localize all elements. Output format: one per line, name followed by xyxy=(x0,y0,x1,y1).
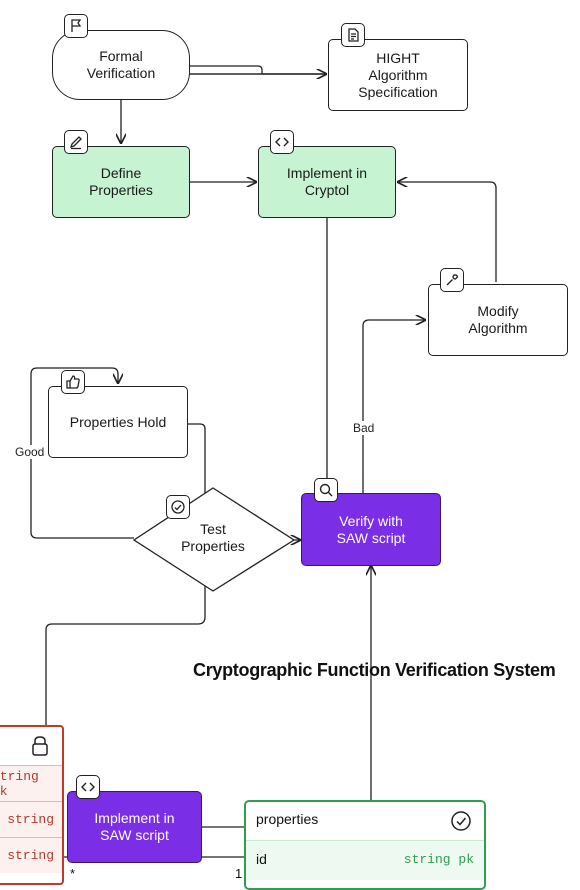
define-properties-node[interactable]: Define Properties xyxy=(52,146,190,218)
test-properties-label[interactable]: Test Properties xyxy=(181,521,245,554)
wrench-icon xyxy=(440,268,464,292)
pencil-icon xyxy=(64,130,88,154)
entity-red-type: string pk xyxy=(0,768,39,799)
cardinality-left: * xyxy=(70,866,76,881)
entity-properties[interactable]: properties id string pk xyxy=(244,800,486,890)
edge-label-bad: Bad xyxy=(352,421,376,435)
entity-properties-name: properties xyxy=(256,811,319,827)
modify-algorithm-node[interactable]: Modify Algorithm xyxy=(428,284,568,356)
check-circle-icon xyxy=(450,810,472,832)
code-icon xyxy=(76,775,100,799)
properties-hold-node[interactable]: Properties Hold xyxy=(48,386,188,458)
entity-properties-field: id xyxy=(256,851,267,867)
entity-properties-type: string pk xyxy=(403,852,474,867)
hight-spec-node[interactable]: HIGHT Algorithm Specification xyxy=(328,39,468,111)
entity-red-row: string xyxy=(0,837,62,873)
implement-saw-node[interactable]: Implement in SAW script xyxy=(67,791,202,863)
lock-icon xyxy=(30,735,50,757)
document-icon xyxy=(341,23,365,47)
verify-saw-node[interactable]: Verify with SAW script xyxy=(301,493,441,566)
implement-cryptol-node[interactable]: Implement in Cryptol xyxy=(258,146,396,218)
code-icon xyxy=(270,130,294,154)
thumbs-up-icon xyxy=(61,370,85,394)
entity-red-row: string xyxy=(0,801,62,837)
search-icon xyxy=(314,478,338,502)
edge-test-to-hold xyxy=(30,367,134,539)
entity-red-row: string pk xyxy=(0,765,62,801)
flag-icon xyxy=(64,14,88,38)
edge-verify-to-modify xyxy=(362,320,425,493)
edge-hold-to-entity xyxy=(45,423,206,725)
edge-modify-to-cryptol xyxy=(398,182,497,282)
cardinality-right: 1 xyxy=(235,866,243,881)
edge-label-good: Good xyxy=(14,445,46,459)
entity-red-type: string xyxy=(7,812,54,827)
formal-verification-node[interactable]: Formal Verification xyxy=(52,30,190,100)
entity-properties-row: id string pk xyxy=(246,840,484,880)
check-circle-icon xyxy=(166,495,190,519)
entity-red[interactable]: string pk string string xyxy=(0,725,64,885)
entity-red-type: string xyxy=(7,848,54,863)
diagram-title: Cryptographic Function Verification Syst… xyxy=(193,660,556,680)
edge-formal-to-hight xyxy=(190,65,326,74)
